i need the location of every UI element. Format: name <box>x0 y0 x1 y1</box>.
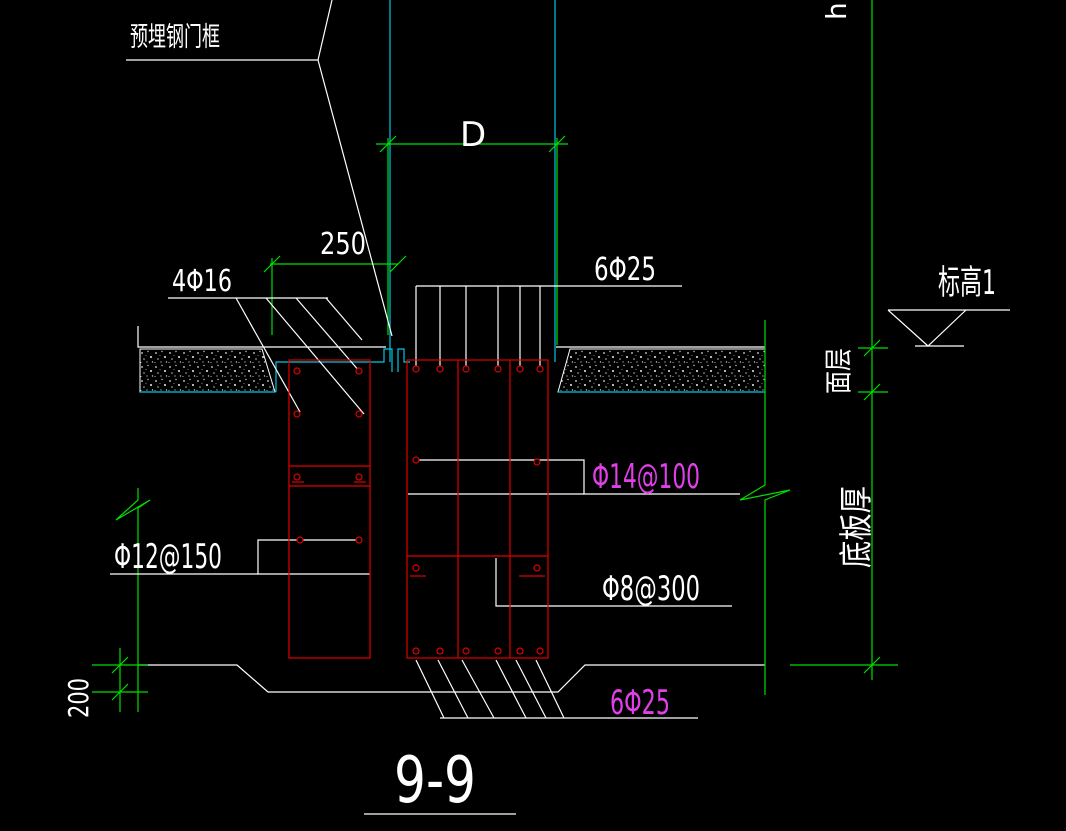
embedded-frame-label: 预埋钢门框 <box>130 22 220 53</box>
leader-lines <box>110 0 1010 815</box>
rebar-phi14-label: Φ14@100 <box>592 457 700 497</box>
rebar-phi12-label: Φ12@150 <box>114 537 222 577</box>
dim-250-label: 250 <box>320 227 366 262</box>
dim-200-label: 200 <box>62 678 95 718</box>
rebar-6phi25-bottom-label: 6Φ25 <box>610 683 670 723</box>
rebar-cage-left <box>288 359 371 659</box>
rebar-cage-right <box>406 359 549 659</box>
rebar-phi8-label: Φ8@300 <box>602 569 700 609</box>
elevation-label: 标高1 <box>938 263 996 303</box>
slab-outline <box>137 326 765 693</box>
surface-concrete-right <box>557 348 766 393</box>
dim-d-label: D <box>460 115 486 155</box>
hm-label: hm <box>820 0 853 20</box>
surface-concrete-left <box>139 348 276 393</box>
slab-thickness-label: 底板厚 <box>837 486 877 568</box>
rebar-4phi16-label: 4Φ16 <box>172 264 232 299</box>
dimension-lines <box>92 0 898 712</box>
rebar-6phi25-top-label: 6Φ25 <box>594 250 656 288</box>
rebar-dots <box>293 365 544 655</box>
section-title: 9-9 <box>394 744 476 818</box>
surface-layer-label: 面层 <box>822 348 855 394</box>
embedded-frame-lines <box>140 0 765 393</box>
